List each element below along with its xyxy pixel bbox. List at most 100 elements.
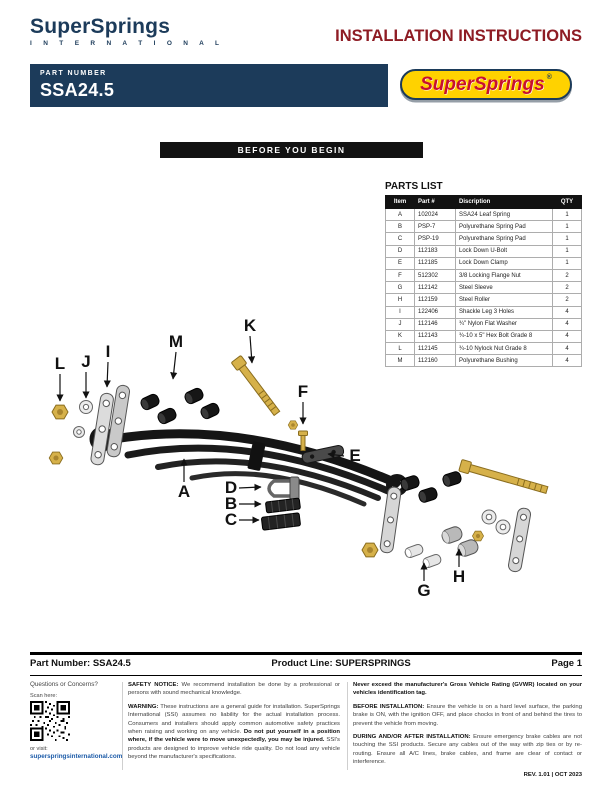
footer-rule-thick bbox=[30, 652, 582, 655]
parts-cell: G bbox=[385, 281, 415, 295]
questions-label: Questions or Concerns? bbox=[30, 681, 98, 688]
parts-cell: 1 bbox=[552, 220, 582, 234]
safety-warning-column: SAFETY NOTICE: We recommend installation… bbox=[128, 681, 340, 766]
parts-cell: 4 bbox=[552, 354, 582, 368]
gvwr-warning: Never exceed the manufacturer's Gross Ve… bbox=[353, 682, 582, 697]
parts-cell: Steel Roller bbox=[455, 293, 553, 307]
parts-cell: 112143 bbox=[414, 329, 456, 344]
footer-part-number: Part Number: SSA24.5 bbox=[30, 658, 131, 669]
diagram-label-k: K bbox=[244, 316, 257, 335]
diagram-label-g: G bbox=[417, 581, 430, 600]
parts-cell: 2 bbox=[552, 293, 582, 307]
warning-paragraph: WARNING: These instructions are a genera… bbox=[128, 703, 340, 760]
brand-subtitle: I N T E R N A T I O N A L bbox=[30, 40, 224, 47]
parts-cell: 112183 bbox=[414, 244, 456, 258]
hex-bolt bbox=[458, 459, 549, 495]
parts-cell: 1 bbox=[552, 256, 582, 270]
parts-header-row: Item Part # Discription QTY bbox=[385, 195, 582, 209]
revision-label: REV. 1.01 | OCT 2023 bbox=[523, 772, 582, 779]
qr-code bbox=[30, 701, 70, 741]
parts-cell: 102024 bbox=[414, 207, 456, 222]
parts-cell: 112145 bbox=[414, 342, 456, 356]
part-number-value: SSA24.5 bbox=[40, 80, 115, 100]
col-item: Item bbox=[385, 195, 415, 209]
parts-cell: 2 bbox=[552, 281, 582, 295]
nylock-nut bbox=[361, 542, 379, 558]
during-after-installation: DURING AND/OR AFTER INSTALLATION: Ensure… bbox=[353, 733, 583, 765]
leader-arrows bbox=[56, 335, 463, 581]
parts-list-title: PARTS LIST bbox=[385, 181, 443, 192]
parts-cell: ¾-10 x 5" Hex Bolt Grade 8 bbox=[455, 329, 553, 344]
leaf-spring bbox=[89, 426, 408, 507]
parts-cell: ¾" Nylon Flat Washer bbox=[455, 317, 553, 331]
parts-cell: Polyurethane Spring Pad bbox=[455, 232, 553, 246]
part-number-banner: PART NUMBER SSA24.5 bbox=[30, 64, 388, 107]
spring-pad bbox=[261, 512, 301, 531]
diagram-label-m: M bbox=[169, 332, 183, 351]
nylock-nut bbox=[471, 530, 485, 542]
steel-roller bbox=[441, 526, 463, 544]
diagram-label-i: I bbox=[106, 342, 111, 361]
parts-cell: 1 bbox=[552, 232, 582, 246]
parts-cell: 122406 bbox=[414, 305, 456, 319]
col-description: Discription bbox=[455, 195, 553, 209]
steel-sleeve bbox=[422, 553, 442, 569]
parts-cell: 112159 bbox=[414, 293, 456, 307]
polyurethane-bushing bbox=[184, 387, 204, 405]
diagram-label-d: D bbox=[225, 478, 237, 497]
parts-cell: B bbox=[385, 220, 415, 234]
parts-cell: 4 bbox=[552, 342, 582, 356]
steel-sleeve bbox=[404, 543, 424, 559]
parts-cell: 2 bbox=[552, 268, 582, 283]
installation-notes-column: Never exceed the manufacturer's Gross Ve… bbox=[353, 681, 582, 780]
parts-cell: 112185 bbox=[414, 256, 456, 270]
parts-cell: SSA24 Leaf Spring bbox=[455, 207, 553, 222]
contact-block: Questions or Concerns? Scan here: bbox=[30, 681, 123, 760]
parts-cell: 4 bbox=[552, 329, 582, 344]
parts-cell: K bbox=[385, 329, 415, 344]
parts-cell: E bbox=[385, 256, 415, 270]
shackle-plate bbox=[379, 486, 402, 554]
part-number-label: PART NUMBER bbox=[40, 70, 107, 77]
parts-cell: 112146 bbox=[414, 317, 456, 331]
supersprings-badge: SuperSprings ® bbox=[400, 69, 572, 100]
parts-cell: F bbox=[385, 268, 415, 283]
parts-cell: I bbox=[385, 305, 415, 319]
nylock-nut bbox=[51, 404, 69, 420]
parts-cell: M bbox=[385, 354, 415, 368]
hex-bolt bbox=[231, 355, 281, 417]
page-title: INSTALLATION INSTRUCTIONS bbox=[335, 27, 582, 45]
parts-cell: H bbox=[385, 293, 415, 307]
spring-pad bbox=[265, 497, 301, 514]
parts-cell: 112142 bbox=[414, 281, 456, 295]
parts-cell: L bbox=[385, 342, 415, 356]
parts-cell: Polyurethane Bushing bbox=[455, 354, 553, 368]
before-installation: BEFORE INSTALLATION: Ensure the vehicle … bbox=[353, 703, 582, 727]
parts-cell: 4 bbox=[552, 305, 582, 319]
flange-nut bbox=[287, 420, 299, 430]
parts-cell: Lock Down Clamp bbox=[455, 256, 553, 270]
exploded-diagram: K M I J L F E A D B C G H bbox=[48, 316, 549, 600]
or-visit-label: or visit: bbox=[30, 746, 48, 752]
parts-cell: 112160 bbox=[414, 354, 456, 368]
parts-cell: PSP-19 bbox=[414, 232, 456, 246]
parts-cell: A bbox=[385, 207, 415, 222]
parts-cell: C bbox=[385, 232, 415, 246]
brand-name: SuperSprings bbox=[30, 15, 171, 38]
col-part: Part # bbox=[414, 195, 456, 209]
diagram-label-a: A bbox=[178, 482, 190, 501]
footer-product-line: Product Line: SUPERSPRINGS bbox=[271, 658, 411, 669]
diagram-label-f: F bbox=[298, 382, 308, 401]
parts-cell: 4 bbox=[552, 317, 582, 331]
polyurethane-bushing bbox=[140, 393, 160, 411]
website-link[interactable]: superspringsinternational.com bbox=[30, 753, 123, 760]
